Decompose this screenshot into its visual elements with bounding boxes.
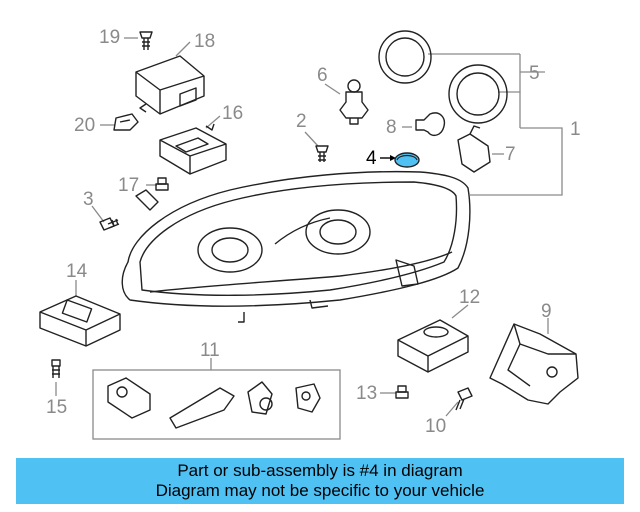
- leader-line-1: [470, 127, 563, 196]
- leader-line-2: [304, 131, 319, 147]
- callout-12: 12: [459, 287, 481, 308]
- callout-4: 4: [366, 148, 377, 169]
- headlamp-assembly: [121, 170, 471, 323]
- part-4-cap-highlighted: [394, 152, 420, 168]
- callout-15: 15: [46, 397, 68, 418]
- callout-3: 3: [83, 189, 94, 210]
- part-7-bulb: [457, 125, 491, 173]
- callout-8: 8: [386, 117, 397, 138]
- part-8-bulb: [415, 112, 446, 137]
- callout-2: 2: [296, 111, 307, 132]
- part-9-bracket: [489, 323, 579, 405]
- part-5-rings: [378, 30, 508, 124]
- callout-20: 20: [74, 115, 96, 136]
- part-16-module: [159, 123, 227, 175]
- part-18-module: [135, 55, 205, 115]
- callout-5: 5: [529, 63, 540, 84]
- part-12-module: [397, 319, 469, 373]
- callout-10: 10: [425, 416, 447, 437]
- part-17-screw: [155, 177, 169, 191]
- callout-7: 7: [505, 144, 516, 165]
- leader-line-12: [451, 304, 469, 319]
- part-13-screw: [395, 385, 409, 399]
- banner-line-part: Part or sub-assembly is #4 in diagram: [177, 461, 463, 480]
- leader-line-16: [205, 115, 221, 129]
- leader-line-3: [91, 205, 105, 223]
- callout-17: 17: [118, 175, 140, 196]
- callout-6: 6: [317, 65, 328, 86]
- leader-line-10: [445, 401, 459, 417]
- part-15-screw: [51, 359, 61, 378]
- callout-14: 14: [66, 261, 88, 282]
- parts-diagram: [39, 30, 579, 440]
- part-20-clip: [113, 113, 139, 131]
- part-2-screw: [315, 145, 329, 162]
- part-6-bulb: [339, 79, 369, 125]
- part-11-components: [107, 377, 321, 429]
- callout-16: 16: [222, 103, 244, 124]
- part-14-ballast: [39, 295, 121, 347]
- callout-11: 11: [200, 340, 220, 361]
- leader-line-18: [175, 41, 191, 57]
- leader-line-6: [324, 83, 341, 95]
- banner-line-disclaimer: Diagram may not be specific to your vehi…: [155, 481, 485, 500]
- arrowhead-4: [390, 155, 396, 161]
- info-banner: Part or sub-assembly is #4 in diagram Di…: [16, 458, 624, 504]
- callout-9: 9: [541, 301, 552, 322]
- callout-19: 19: [99, 27, 121, 48]
- callout-18: 18: [194, 31, 216, 52]
- part-11-group-box: [92, 369, 341, 440]
- leader-line-5: [428, 53, 545, 93]
- part-3-screw: [99, 217, 120, 231]
- part-10-screw: [455, 387, 473, 411]
- callout-13: 13: [356, 383, 378, 404]
- part-19-screw: [139, 31, 153, 50]
- callout-1: 1: [570, 119, 581, 140]
